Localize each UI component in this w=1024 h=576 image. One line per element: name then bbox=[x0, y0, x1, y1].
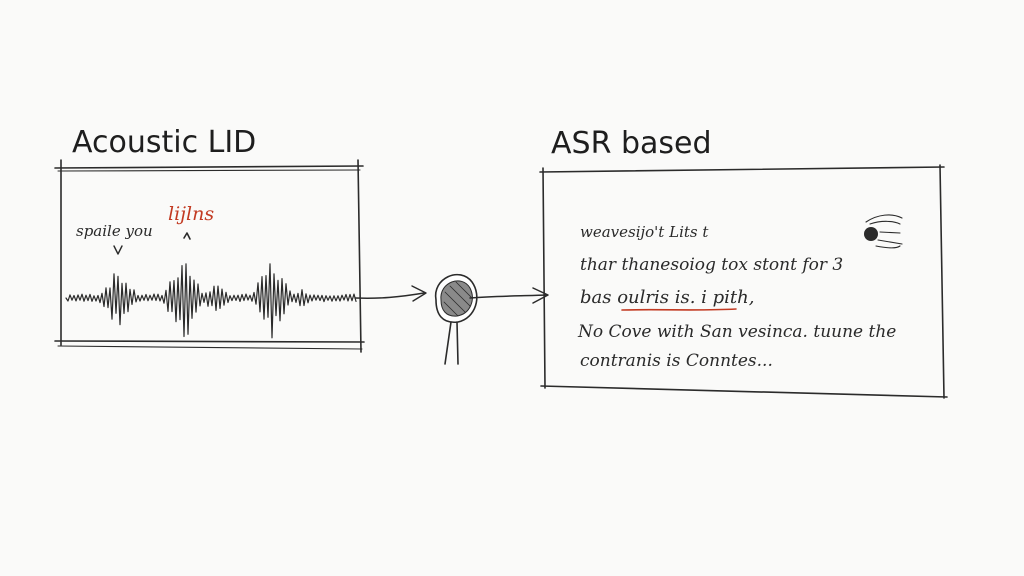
right-arrow bbox=[469, 287, 549, 304]
asr-text-line-3: bas oulris is. i pith, bbox=[580, 287, 754, 308]
marker-tick-right bbox=[183, 232, 191, 240]
microphone-device-icon bbox=[434, 273, 478, 365]
asr-text-line-1: weavesijo't Lits t bbox=[580, 223, 709, 241]
asr-based-box bbox=[539, 164, 948, 399]
audio-waveform bbox=[65, 263, 357, 339]
left-arrow bbox=[354, 285, 427, 302]
waveform-caption: spaile you bbox=[76, 222, 153, 240]
asr-text-line-2: thar thanesoiog tox stont for 3 bbox=[580, 255, 843, 275]
acoustic-lid-panel: Acoustic LID spaile you lijlns bbox=[54, 125, 365, 353]
asr-text-line-5: contranis is Conntes... bbox=[580, 351, 773, 371]
waveform-caption-accent: lijlns bbox=[168, 203, 214, 225]
speaker-ball-icon bbox=[864, 214, 903, 249]
acoustic-lid-box bbox=[54, 159, 365, 353]
asr-based-panel: ASR based weavesijo't Lits t thar thanes… bbox=[539, 126, 948, 399]
asr-text-line-4: No Cove with San vesinca. tuune the bbox=[577, 322, 896, 342]
asr-text-underline bbox=[621, 308, 737, 311]
acoustic-lid-title: Acoustic LID bbox=[72, 125, 256, 160]
marker-tick-left bbox=[113, 245, 123, 255]
asr-based-title: ASR based bbox=[551, 126, 712, 161]
